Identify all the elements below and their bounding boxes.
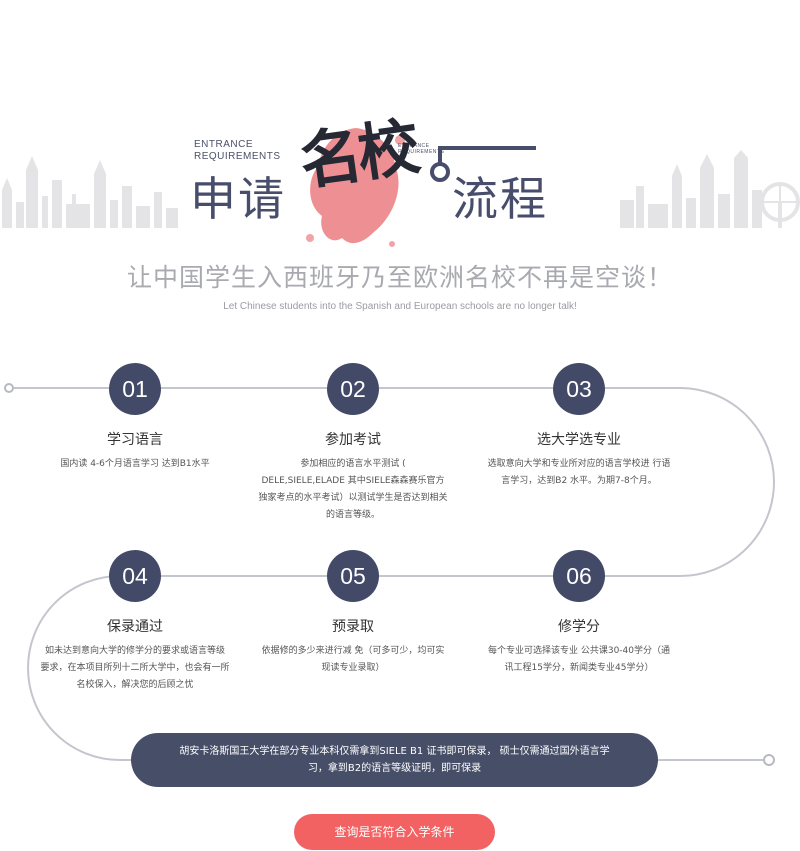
step-desc-06: 每个专业可选择该专业 公共课30-40学分（通讯工程15学分，新闻类专业45学分… [487,646,670,673]
step-number-06: 06 [553,550,605,602]
step-title-05: 预录取 [332,619,374,635]
step-title-02: 参加考试 [325,432,381,448]
subtitle-zh: 让中国学生入西班牙乃至欧洲名校不再是空谈！ [126,263,673,292]
header-label-en: ENTRANCE REQUIREMENTS [194,139,281,162]
step-02: 02 参加考试 参加相应的语言水平测试 ( DELE,SIELE,ELADE 其… [258,363,448,524]
step-number-01: 01 [109,363,161,415]
step-desc-01: 国内读 4-6个月语言学习 达到B1水平 [60,459,210,469]
step-number-03: 03 [553,363,605,415]
title-left: 申请 [190,172,286,226]
info-banner-text: 胡安卡洛斯国王大学在部分专业本科仅需拿到SIELE B1 证书即可保录， 硕士仅… [179,746,610,774]
step-05: 05 预录取 依据修的多少来进行减 免（可多可少，均可实现读专业录取） [258,550,448,677]
header-label-en-small: ENTRANCE REQUIREMENTS [398,143,445,155]
check-eligibility-button[interactable]: 查询是否符合入学条件 [294,814,495,850]
step-01: 01 学习语言 国内读 4-6个月语言学习 达到B1水平 [40,363,230,473]
step-title-04: 保录通过 [107,619,163,635]
step-desc-04: 如未达到意向大学的修学分的要求或语言等级 要求，在本项目所列十二所大学中，也会有… [40,646,230,690]
step-desc-05: 依据修的多少来进行减 免（可多可少，均可实现读专业录取） [261,646,445,673]
key-decoration [430,146,536,182]
brush-splash-decoration [306,128,405,247]
step-04: 04 保录通过 如未达到意向大学的修学分的要求或语言等级 要求，在本项目所列十二… [40,550,230,694]
step-03: 03 选大学选专业 选取意向大学和专业所对应的语言学校进 行语言学习，达到B2 … [484,363,674,490]
step-desc-03: 选取意向大学和专业所对应的语言学校进 行语言学习，达到B2 水平。为期7-8个月… [487,459,671,486]
step-title-03: 选大学选专业 [537,432,621,448]
step-title-01: 学习语言 [107,432,163,448]
step-number-05: 05 [327,550,379,602]
step-number-02: 02 [327,363,379,415]
step-title-06: 修学分 [558,619,600,635]
step-number-04: 04 [109,550,161,602]
title-right: 流程 [452,172,548,226]
city-skyline-right [620,150,800,228]
city-skyline-left [2,156,178,228]
info-banner: 胡安卡洛斯国王大学在部分专业本科仅需拿到SIELE B1 证书即可保录， 硕士仅… [131,733,658,787]
title-brush: 名校 [295,110,421,199]
step-desc-02: 参加相应的语言水平测试 ( DELE,SIELE,ELADE 其中SIELE森森… [258,459,448,520]
subtitle-en: Let Chinese students into the Spanish an… [223,301,577,312]
step-06: 06 修学分 每个专业可选择该专业 公共课30-40学分（通讯工程15学分，新闻… [484,550,674,677]
